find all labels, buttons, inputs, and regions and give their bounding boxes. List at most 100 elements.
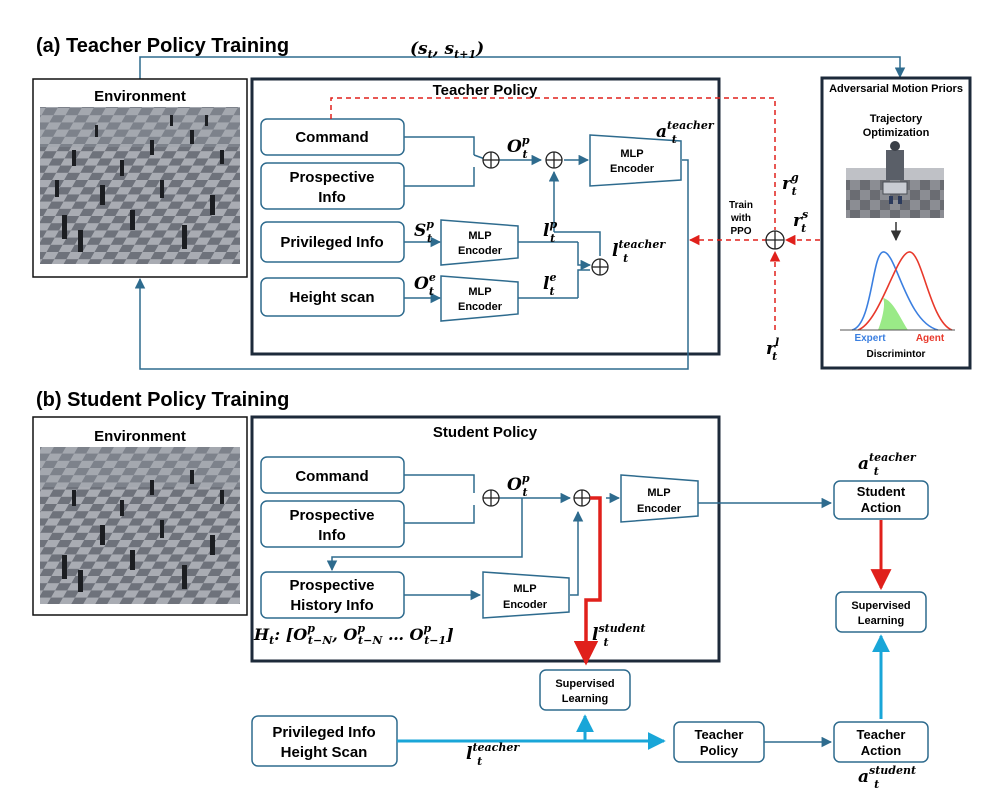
svg-text:Encoder: Encoder	[637, 503, 682, 515]
svg-text:Teacher: Teacher	[857, 727, 906, 742]
svg-text:MLP: MLP	[647, 487, 670, 499]
svg-text:Privileged Info: Privileged Info	[280, 234, 383, 251]
student-action-box: Student Action	[833, 480, 929, 520]
svg-text:Supervised: Supervised	[555, 678, 614, 690]
teacher-env-image	[40, 107, 240, 264]
svg-text:Info: Info	[318, 189, 346, 206]
teacher-env-title: Environment	[94, 88, 186, 105]
privileged-info-box: Privileged Info	[260, 221, 405, 263]
svg-text:Command: Command	[295, 468, 368, 485]
svg-text:Prospective: Prospective	[289, 577, 374, 594]
student-connectors	[326, 474, 833, 601]
amp-title: Adversarial Motion Priors	[829, 83, 963, 95]
student-plus-ops	[482, 489, 591, 507]
teacher-policy-title: Teacher Policy	[433, 82, 538, 99]
svg-text:Learning: Learning	[858, 615, 904, 627]
teacher-policy-panel	[250, 77, 721, 356]
cyan-flow-lines	[397, 634, 890, 750]
svg-text:Supervised: Supervised	[851, 600, 910, 612]
robot-image	[846, 141, 944, 218]
svg-text:Encoder: Encoder	[458, 245, 503, 257]
train-label-2: with	[730, 213, 751, 224]
svg-text:Student: Student	[857, 484, 906, 499]
svg-text:Policy: Policy	[700, 743, 739, 758]
discriminator-plot	[840, 250, 955, 331]
svg-text:MLP: MLP	[468, 230, 491, 242]
prospective-history-box: Prospective History Info	[260, 571, 405, 619]
svg-text:Learning: Learning	[562, 693, 608, 705]
svg-text:Prospective: Prospective	[289, 169, 374, 186]
teacher-environment-panel: Environment	[32, 78, 248, 278]
teacher-input-connectors	[134, 136, 689, 370]
privileged-height-scan-box: Privileged Info Height Scan	[251, 715, 398, 767]
traj-label-2: Optimization	[863, 127, 930, 139]
student-red-supervision-path	[573, 496, 602, 666]
train-label-1: Train	[729, 200, 753, 211]
svg-text:Prospective: Prospective	[289, 507, 374, 524]
svg-text:MLP: MLP	[513, 583, 536, 595]
svg-text:Encoder: Encoder	[503, 599, 548, 611]
svg-text:Height Scan: Height Scan	[281, 744, 368, 761]
prospective-info-box: Prospective Info	[260, 162, 405, 210]
student-prospective-info-box: Prospective Info	[260, 500, 405, 548]
teacher-mlp-encoder-privileged: MLP Encoder	[440, 219, 519, 266]
height-scan-box: Height scan	[260, 277, 405, 317]
svg-text:Info: Info	[318, 527, 346, 544]
svg-text:History Info: History Info	[290, 597, 373, 614]
supervised-learning-box-right: Supervised Learning	[835, 591, 927, 633]
state-label: (st, st+1)	[410, 39, 484, 61]
teacher-policy-box: Teacher Policy	[673, 721, 765, 763]
student-env-title: Environment	[94, 428, 186, 445]
command-box: Command	[260, 118, 405, 156]
state-feedback-line	[139, 56, 906, 79]
traj-label-1: Trajectory	[870, 113, 923, 125]
reward-plus-op	[765, 230, 785, 250]
svg-text:Privileged Info: Privileged Info	[272, 724, 375, 741]
student-policy-title: Student Policy	[433, 424, 538, 441]
teacher-mlp-encoder-height: MLP Encoder	[440, 275, 519, 322]
student-command-box: Command	[260, 456, 405, 494]
teacher-mlp-encoder-main: MLP Encoder	[589, 134, 682, 187]
discriminator-label: Discrimintor	[867, 349, 926, 360]
train-label-3: PPO	[730, 226, 751, 237]
svg-text:Encoder: Encoder	[458, 301, 503, 313]
student-mlp-encoder-main: MLP Encoder	[620, 474, 699, 523]
svg-text:MLP: MLP	[468, 286, 491, 298]
student-section-title: (b) Student Policy Training	[36, 389, 289, 411]
teacher-section-title: (a) Teacher Policy Training	[36, 35, 289, 57]
svg-text:Action: Action	[861, 743, 902, 758]
svg-text:Action: Action	[861, 500, 902, 515]
teacher-action-box: Teacher Action	[833, 721, 929, 763]
supervised-learning-box-lower: Supervised Learning	[539, 669, 631, 711]
student-policy-panel	[250, 415, 721, 663]
svg-text:Teacher: Teacher	[695, 727, 744, 742]
teacher-plus-ops	[482, 151, 609, 276]
student-mlp-encoder-history: MLP Encoder	[482, 571, 570, 619]
student-env-image	[40, 447, 240, 604]
svg-text:Height scan: Height scan	[289, 289, 374, 306]
svg-text:Command: Command	[295, 129, 368, 146]
student-environment-panel: Environment	[32, 416, 248, 616]
svg-text:MLP: MLP	[620, 148, 643, 160]
expert-label: Expert	[854, 333, 886, 344]
svg-text:Encoder: Encoder	[610, 163, 655, 175]
agent-label: Agent	[916, 333, 945, 344]
reward-dashed-path	[330, 97, 820, 330]
